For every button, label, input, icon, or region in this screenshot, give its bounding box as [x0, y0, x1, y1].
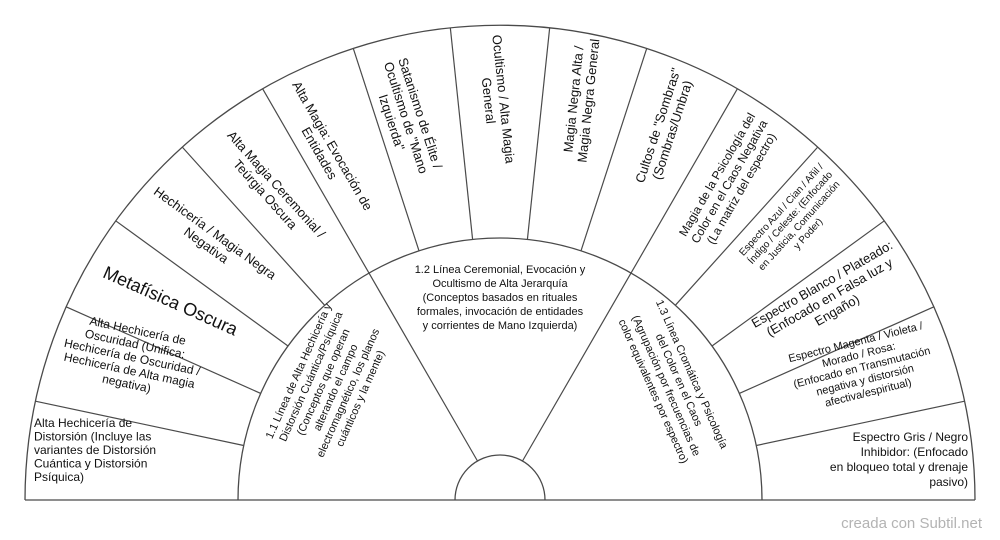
sector-label-10: Cultos de "Sombras"(Sombras/Umbra) — [632, 66, 698, 190]
center-sector-c-label: 1.3 Línea Cromática y Psicologíadel Colo… — [615, 298, 730, 468]
sector-label-14: Espectro Magenta / Violeta /Morado / Ros… — [786, 320, 938, 416]
outer-divider-8 — [526, 27, 551, 240]
inner-divider-2 — [521, 272, 632, 462]
hub-arc — [454, 454, 546, 501]
outer-arc — [24, 24, 976, 501]
sector-label-9: Magia Negra Alta /Magia Negra General — [560, 36, 603, 163]
outer-divider-9 — [580, 48, 648, 251]
inner-divider-1 — [368, 272, 479, 462]
outer-divider-10 — [630, 88, 739, 274]
center-sector-a-label: 1.1 Línea de Alta Hechicería yDistorsión… — [264, 301, 397, 468]
outer-divider-5 — [261, 88, 370, 274]
outer-divider-11 — [674, 146, 819, 306]
credit-watermark: creada con Subtil.net — [841, 515, 982, 532]
outer-divider-12 — [711, 220, 885, 347]
sector-label-2: Alta Hechicería deOscuridad (Unifica:Hec… — [57, 310, 207, 405]
center-sectors: 1.1 Línea de Alta Hechicería yDistorsión… — [264, 264, 730, 468]
outer-divider-2 — [65, 306, 261, 394]
inner-arc — [237, 237, 763, 501]
sector-label-4: Hechicería / Magia NegraNegativa — [142, 184, 280, 295]
outer-divider-6 — [352, 48, 420, 251]
sector-label-8: Ocultismo / Alta MagiaGeneral — [474, 34, 517, 167]
outer-divider-14 — [756, 400, 965, 447]
outer-divider-1 — [35, 400, 244, 447]
outer-divider-4 — [181, 146, 326, 306]
sector-label-7: Satanismo de Élite /Ocultismo de "ManoIz… — [367, 55, 446, 180]
outer-divider-13 — [739, 306, 935, 394]
outer-divider-3 — [115, 220, 289, 347]
sector-dividers — [35, 27, 965, 462]
chart-outlines — [24, 24, 976, 501]
outer-divider-7 — [449, 27, 474, 240]
